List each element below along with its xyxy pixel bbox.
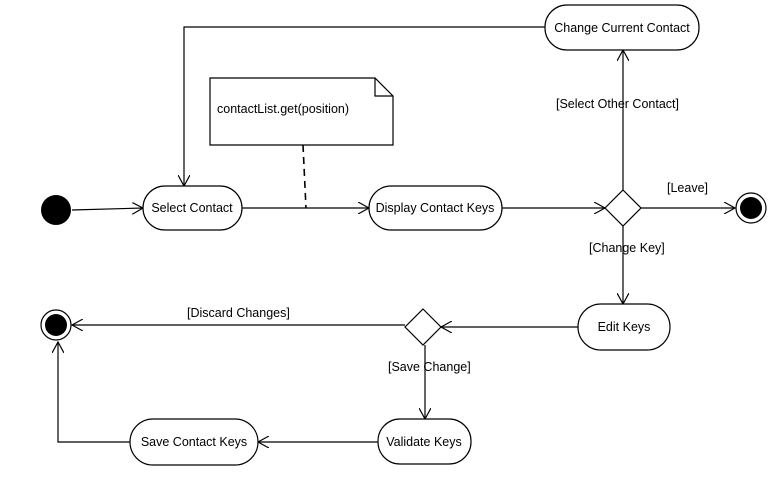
decision-node-after-display: [604, 189, 642, 227]
guard-select-other-contact: [Select Other Contact]: [556, 97, 679, 111]
final-node-end: [40, 309, 72, 341]
edge-save-to-final: [58, 342, 130, 443]
action-select-contact: Select Contact: [142, 185, 243, 231]
action-save-contact-keys: Save Contact Keys: [129, 418, 259, 466]
note: contactList.get(position): [209, 77, 394, 146]
initial-node: [41, 195, 71, 225]
decision-node-after-edit: [404, 308, 442, 346]
guard-discard-changes: [Discard Changes]: [187, 306, 290, 320]
guard-leave: [Leave]: [667, 181, 708, 195]
action-label-save-contact-keys: Save Contact Keys: [141, 435, 247, 449]
note-text: contactList.get(position): [217, 102, 349, 116]
action-label-edit-keys: Edit Keys: [598, 320, 651, 334]
action-change-current-contact: Change Current Contact: [544, 4, 700, 51]
action-label-select-contact: Select Contact: [151, 201, 233, 215]
note-anchor-line: [302, 144, 307, 209]
action-validate-keys: Validate Keys: [377, 418, 472, 465]
action-label-validate-keys: Validate Keys: [386, 435, 462, 449]
edges: [58, 26, 735, 443]
action-edit-keys: Edit Keys: [577, 303, 671, 351]
edge-change-contact-to-select: [184, 26, 545, 186]
action-label-display-contact-keys: Display Contact Keys: [376, 201, 495, 215]
guard-change-key: [Change Key]: [589, 241, 665, 255]
edge-initial-to-select-contact: [71, 208, 143, 210]
action-label-change-current-contact: Change Current Contact: [554, 21, 690, 35]
guard-save-change: [Save Change]: [388, 360, 471, 374]
action-display-contact-keys: Display Contact Keys: [368, 185, 503, 231]
final-node-leave: [735, 192, 767, 224]
